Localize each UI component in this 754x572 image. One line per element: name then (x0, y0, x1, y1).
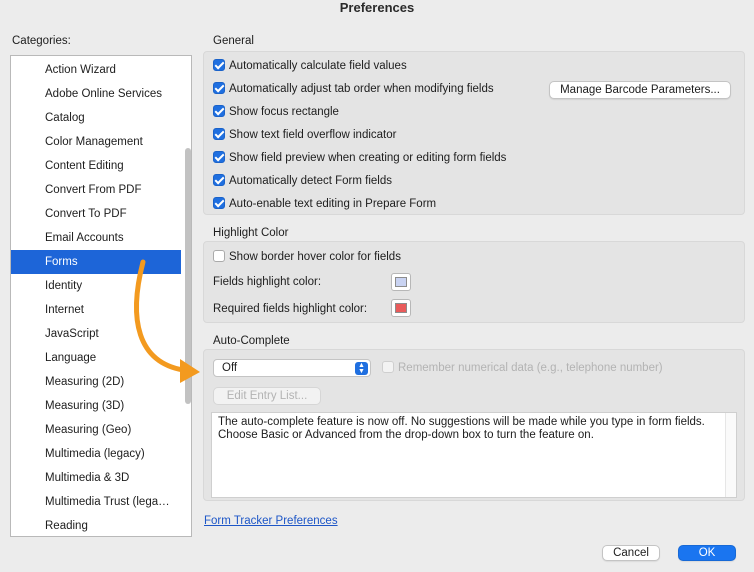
sidebar-item-color-management[interactable]: Color Management (45, 136, 143, 148)
window-title: Preferences (339, 0, 415, 15)
general-checkbox-row[interactable]: Auto-enable text editing in Prepare Form (213, 196, 436, 212)
autocomplete-title: Auto-Complete (213, 335, 290, 347)
general-checkbox-row[interactable]: Show text field overflow indicator (213, 127, 396, 143)
sidebar-item-internet[interactable]: Internet (45, 304, 84, 316)
ok-button[interactable]: OK (678, 545, 736, 561)
required-highlight-swatch[interactable] (391, 299, 411, 317)
sidebar-item-email-accounts[interactable]: Email Accounts (45, 232, 124, 244)
edit-entry-list-button: Edit Entry List... (213, 387, 321, 405)
sidebar-item-catalog[interactable]: Catalog (45, 112, 85, 124)
checkbox-label: Automatically detect Form fields (229, 175, 392, 187)
checkbox-label: Automatically adjust tab order when modi… (229, 83, 494, 95)
scrollbar-thumb[interactable] (185, 148, 191, 404)
categories-scrollbar[interactable] (183, 56, 191, 536)
remember-numerical-checkbox (382, 361, 394, 373)
general-checkbox-row[interactable]: Automatically adjust tab order when modi… (213, 81, 494, 97)
sidebar-item-forms[interactable]: Forms (11, 250, 181, 274)
highlight-panel (203, 241, 745, 323)
required-highlight-color (395, 303, 407, 313)
autocomplete-select[interactable]: Off ▲▼ (213, 359, 371, 377)
autocomplete-select-value: Off (222, 362, 238, 374)
form-tracker-link[interactable]: Form Tracker Preferences (204, 515, 338, 527)
sidebar-item-identity[interactable]: Identity (45, 280, 83, 292)
autocomplete-description-text: The auto-complete feature is now off. No… (218, 416, 705, 441)
general-checkbox-row[interactable]: Automatically calculate field values (213, 58, 407, 74)
checkbox[interactable] (213, 174, 225, 186)
checkbox-label: Show focus rectangle (229, 106, 339, 118)
sidebar-item-adobe-online-services[interactable]: Adobe Online Services (45, 88, 162, 100)
sidebar-item-measuring-geo[interactable]: Measuring (Geo) (45, 424, 132, 436)
required-highlight-label: Required fields highlight color: (213, 303, 368, 315)
checkbox-label: Show text field overflow indicator (229, 129, 397, 141)
general-title: General (213, 35, 254, 47)
sidebar-item-multimedia-trust-lega[interactable]: Multimedia Trust (lega… (45, 496, 170, 508)
sidebar-item-reading[interactable]: Reading (45, 520, 88, 532)
checkbox[interactable] (213, 128, 225, 140)
checkbox[interactable] (213, 82, 225, 94)
fields-highlight-swatch[interactable] (391, 273, 411, 291)
checkbox[interactable] (213, 105, 225, 117)
general-checkbox-row[interactable]: Show field preview when creating or edit… (213, 150, 506, 166)
checkbox[interactable] (213, 59, 225, 71)
highlight-title: Highlight Color (213, 227, 289, 239)
sidebar-item-multimedia-3d[interactable]: Multimedia & 3D (45, 472, 130, 484)
select-stepper-icon: ▲▼ (355, 362, 368, 375)
autocomplete-description: The auto-complete feature is now off. No… (211, 412, 737, 498)
hover-color-checkbox[interactable] (213, 250, 225, 262)
checkbox-label: Show field preview when creating or edit… (229, 152, 507, 164)
remember-numerical-label: Remember numerical data (e.g., telephone… (398, 362, 663, 374)
general-checkbox-row[interactable]: Show focus rectangle (213, 104, 339, 120)
checkbox-label: Auto-enable text editing in Prepare Form (229, 198, 437, 210)
sidebar-item-language[interactable]: Language (45, 352, 97, 364)
fields-highlight-color (395, 277, 407, 287)
general-panel (203, 51, 745, 215)
fields-highlight-label: Fields highlight color: (213, 276, 322, 288)
sidebar-item-convert-to-pdf[interactable]: Convert To PDF (45, 208, 127, 220)
manage-barcode-button[interactable]: Manage Barcode Parameters... (549, 81, 731, 99)
hover-color-checkbox-row[interactable]: Show border hover color for fields (213, 249, 401, 265)
cancel-button[interactable]: Cancel (602, 545, 660, 561)
remember-numerical-row: Remember numerical data (e.g., telephone… (382, 360, 663, 376)
checkbox[interactable] (213, 197, 225, 209)
sidebar-item-measuring-3d[interactable]: Measuring (3D) (45, 400, 125, 412)
general-checkbox-row[interactable]: Automatically detect Form fields (213, 173, 392, 189)
description-scrollbar[interactable] (725, 413, 736, 497)
sidebar-item-javascript[interactable]: JavaScript (45, 328, 99, 340)
sidebar-item-content-editing[interactable]: Content Editing (45, 160, 124, 172)
sidebar-item-action-wizard[interactable]: Action Wizard (45, 64, 116, 76)
sidebar-item-measuring-2d[interactable]: Measuring (2D) (45, 376, 125, 388)
hover-color-label: Show border hover color for fields (229, 251, 401, 263)
checkbox[interactable] (213, 151, 225, 163)
categories-label: Categories: (12, 35, 71, 47)
sidebar-item-convert-from-pdf[interactable]: Convert From PDF (45, 184, 142, 196)
sidebar-item-multimedia-legacy[interactable]: Multimedia (legacy) (45, 448, 145, 460)
checkbox-label: Automatically calculate field values (229, 60, 407, 72)
